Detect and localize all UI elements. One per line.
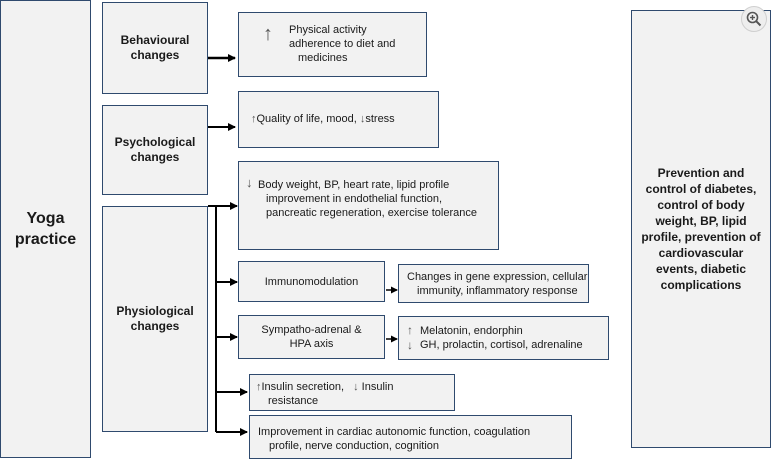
- arrow-up-icon: ↑: [251, 113, 257, 125]
- psychological-changes-label: Psychological changes: [114, 135, 196, 164]
- sympatho-adrenal-box: Sympatho-adrenal & HPA axis: [238, 315, 385, 359]
- zoom-in-icon: [746, 11, 762, 27]
- physio-main-line1: Body weight, BP, heart rate, lipid profi…: [258, 179, 450, 191]
- arrow-up-icon: ↑: [256, 381, 262, 393]
- psychological-effect-text2: stress: [365, 113, 395, 125]
- outcome-box: Prevention and control of diabetes, cont…: [631, 10, 771, 448]
- yoga-practice-label: Yoga practice: [14, 210, 77, 248]
- insulin-box: ↑Insulin secretion, ↓ Insulin resistance: [249, 374, 455, 411]
- arrow-down-icon: ↓: [246, 175, 253, 190]
- arrow-down-icon: ↓: [359, 113, 366, 125]
- behavioural-effect-line2: adherence to diet and: [289, 38, 396, 50]
- arrow-down-icon: ↓: [353, 381, 359, 393]
- behavioural-changes-label: Behavioural changes: [120, 33, 190, 62]
- immuno-result-line2: immunity, inflammatory response: [417, 285, 578, 297]
- physio-main-line3: pancreatic regeneration, exercise tolera…: [266, 207, 477, 219]
- yoga-practice-box: Yoga practice: [0, 0, 91, 458]
- zoom-in-button[interactable]: [741, 6, 767, 32]
- physiological-changes-label: Physiological changes: [116, 304, 194, 333]
- physio-main-effect-box: ↓ Body weight, BP, heart rate, lipid pro…: [238, 161, 499, 250]
- insulin-line2: resistance: [268, 395, 319, 407]
- cardiac-line2: profile, nerve conduction, cognition: [269, 440, 439, 452]
- behavioural-changes-box: Behavioural changes: [102, 2, 208, 94]
- immunomodulation-box: Immunomodulation: [238, 261, 385, 302]
- sympatho-result-line1: Melatonin, endorphin: [420, 325, 523, 337]
- insulin-text1: Insulin secretion,: [261, 381, 345, 393]
- arrow-up-icon: ↑: [407, 323, 413, 337]
- psychological-effect-text1: Quality of life, mood,: [256, 113, 357, 125]
- sympatho-line2: HPA axis: [289, 338, 334, 350]
- arrow-up-icon: ↑: [263, 23, 273, 45]
- immuno-result-line1: Changes in gene expression, cellular: [407, 271, 588, 283]
- outcome-label: Prevention and control of diabetes, cont…: [641, 166, 761, 292]
- cardiac-box: Improvement in cardiac autonomic functio…: [249, 415, 572, 459]
- insulin-text2: Insulin: [361, 381, 394, 393]
- immunomodulation-label: Immunomodulation: [264, 275, 359, 288]
- physiological-changes-box: Physiological changes: [102, 206, 208, 432]
- sympatho-line1: Sympatho-adrenal &: [261, 324, 362, 336]
- immuno-result-box: Changes in gene expression, cellular imm…: [398, 264, 589, 303]
- behavioural-effect-line1: Physical activity: [289, 24, 367, 36]
- cardiac-line1: Improvement in cardiac autonomic functio…: [258, 426, 531, 438]
- psychological-changes-box: Psychological changes: [102, 105, 208, 195]
- sympatho-result-box: ↑ ↓ Melatonin, endorphin GH, prolactin, …: [398, 316, 609, 360]
- physio-main-line2: improvement in endothelial function,: [266, 193, 443, 205]
- sympatho-result-line2: GH, prolactin, cortisol, adrenaline: [420, 339, 583, 351]
- behavioural-effect-line3: medicines: [298, 52, 348, 64]
- psychological-effect-box: ↑Quality of life, mood, ↓stress: [238, 91, 439, 148]
- arrow-down-icon: ↓: [407, 338, 413, 352]
- behavioural-effect-box: ↑ Physical activity adherence to diet an…: [238, 12, 427, 77]
